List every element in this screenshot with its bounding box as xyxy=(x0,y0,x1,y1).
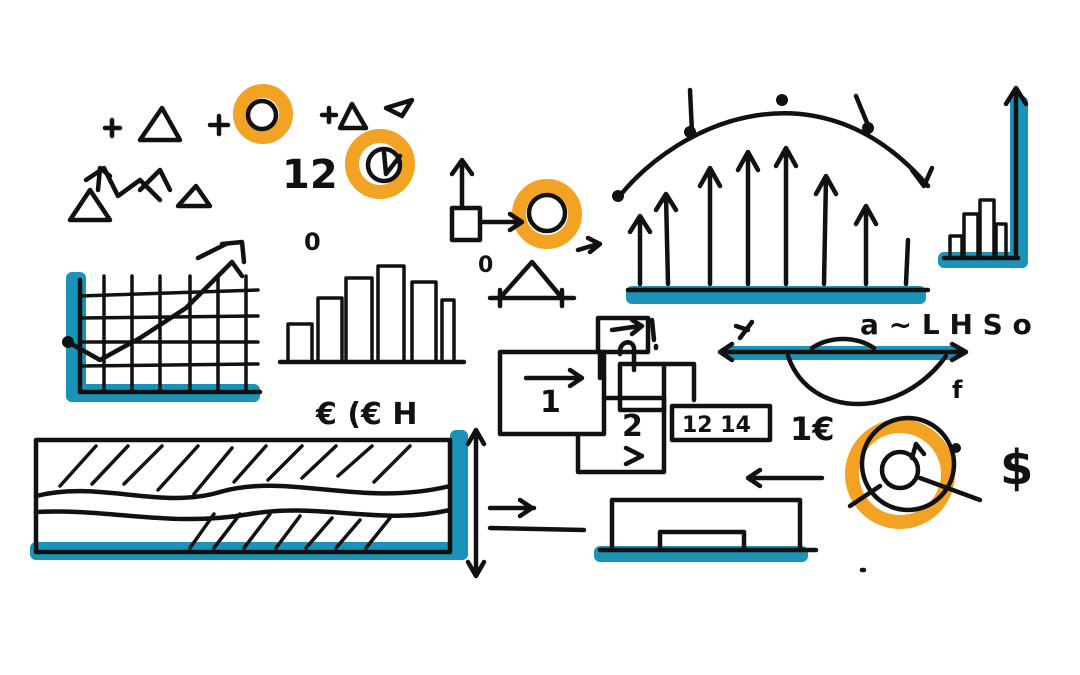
triangle-icon xyxy=(137,105,183,143)
triangle-icon-small xyxy=(337,101,369,131)
euro-pair: € (€ H xyxy=(315,397,417,432)
clock-icon xyxy=(365,146,403,184)
circle-icon xyxy=(245,98,279,132)
circle-icons xyxy=(233,84,582,249)
small-bar-chart-icon xyxy=(938,85,1029,268)
line-chart-icon xyxy=(62,239,263,402)
triangle-doodles xyxy=(67,97,415,223)
one-euro: 1€ xyxy=(790,410,835,448)
box-2: 2 xyxy=(622,409,643,444)
bottom-box-chart xyxy=(594,497,867,573)
flow-boxes: 1 2 12 14 1€ xyxy=(487,315,835,533)
magnifier-icon xyxy=(845,415,983,529)
zero-mid: 0 xyxy=(478,253,493,278)
small-f: f xyxy=(952,376,963,404)
flow-arrow-doodle xyxy=(449,157,603,309)
arch-chart-icon xyxy=(612,87,935,304)
box-12-14: 12 14 xyxy=(682,413,751,438)
number-12: 12 xyxy=(282,152,338,198)
bar-chart-icon xyxy=(277,264,467,365)
dollar-sign: $ xyxy=(1000,440,1033,496)
axis-line-chart: f xyxy=(717,336,969,407)
box-1: 1 xyxy=(540,385,561,420)
wave-band-chart xyxy=(30,427,487,579)
letters-right: a ~ L H S o xyxy=(860,308,1032,341)
zero-left: 0 xyxy=(304,228,321,256)
